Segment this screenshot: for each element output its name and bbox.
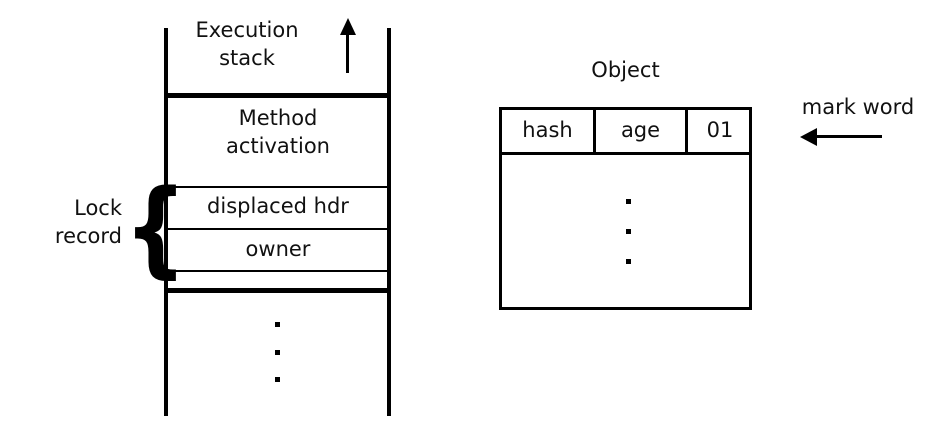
arrow-up-icon [338, 18, 358, 73]
object-cell-lock-bits: 01 [706, 118, 734, 142]
stack-cell-method-activation-line1: Method [238, 106, 318, 130]
stack-ellipsis [272, 322, 282, 382]
object-right-border [749, 107, 752, 310]
object-left-border [499, 107, 502, 310]
stack-divider-method-displaced [164, 186, 391, 188]
object-markword-divider [499, 152, 752, 155]
object-cell-hash: hash [522, 118, 573, 142]
stack-divider-bottom-frame [164, 288, 391, 293]
object-cell-age: age [620, 118, 661, 142]
stack-divider-owner-empty [164, 270, 391, 272]
stack-right-border [387, 28, 391, 416]
object-cell-divider-age-bits [685, 107, 688, 155]
stack-cell-displaced-hdr-label: displaced hdr [207, 194, 349, 218]
object-title: Object [591, 58, 660, 82]
object-body-ellipsis [623, 199, 633, 264]
arrow-left-icon [800, 128, 882, 146]
lock-record-label-line1: Lock [74, 196, 122, 220]
stack-divider-displaced-owner [164, 228, 391, 230]
stack-left-border [164, 28, 168, 416]
lock-record-label-line2: record [54, 224, 122, 248]
object-cell-divider-hash-age [593, 107, 596, 155]
stack-cell-method-activation-line2: activation [225, 134, 330, 158]
object-bottom-border [499, 307, 752, 310]
lock-record-brace: { [124, 167, 187, 289]
object-top-border [499, 107, 752, 110]
stack-cell-owner-label: owner [245, 237, 311, 261]
stack-divider-top-frame [164, 93, 391, 98]
execution-stack-label-line1: Execution [195, 18, 299, 42]
mark-word-label: mark word [801, 95, 915, 119]
execution-stack-label-line2: stack [219, 46, 275, 70]
